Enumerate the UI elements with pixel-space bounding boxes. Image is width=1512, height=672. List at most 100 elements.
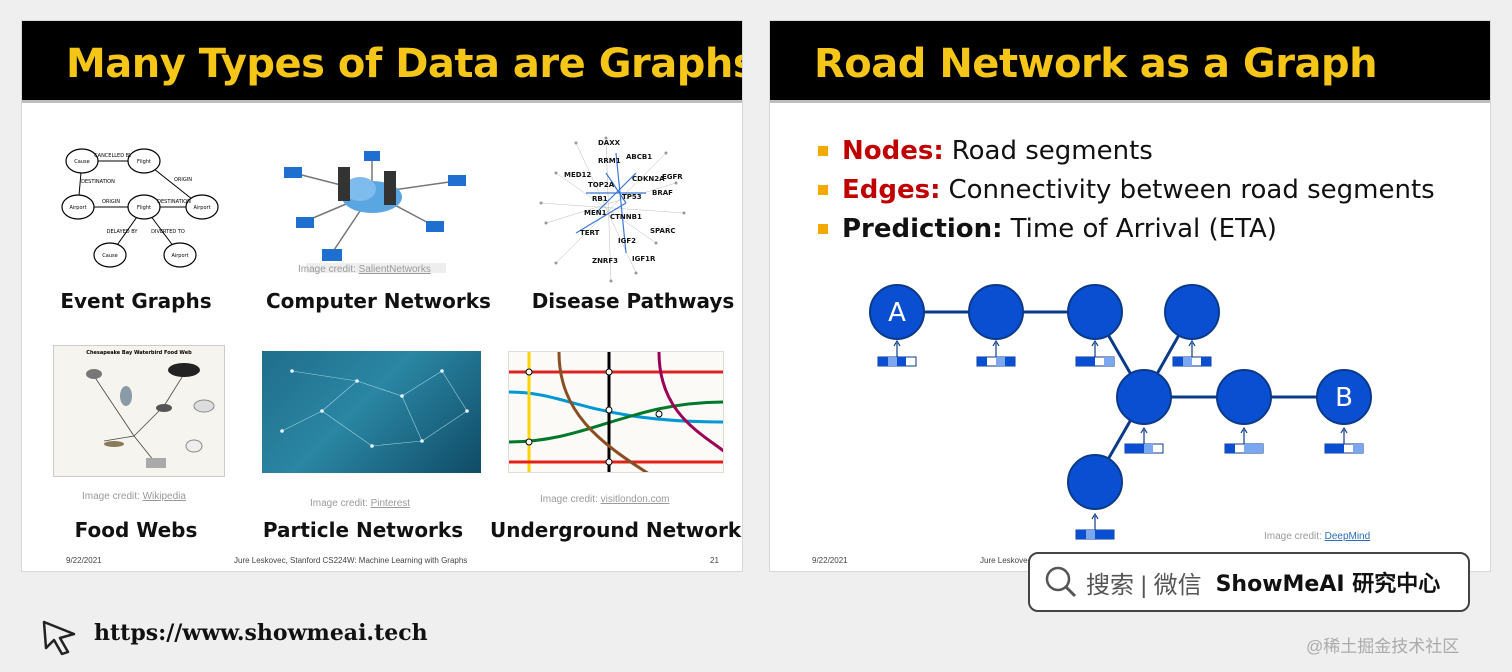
label-food-webs: Food Webs — [74, 518, 198, 542]
road-node — [1067, 454, 1123, 510]
gene-label: TOP2A — [588, 181, 615, 189]
credit-visitlondon: Image credit: visitlondon.com — [540, 494, 670, 505]
eg-edge: CANCELLED BY — [94, 153, 133, 159]
bullet-marker — [818, 184, 828, 195]
label-disease-pathways: Disease Pathways — [531, 289, 735, 313]
footer-course: Jure Leskovec, Stanford CS224W: Machine … — [234, 556, 468, 565]
road-node — [1164, 284, 1220, 340]
eg-edge: ORIGIN — [102, 199, 120, 205]
credit-prefix: Image credit: — [82, 491, 143, 502]
footer-author: Jure Leskovec — [980, 556, 1032, 565]
credit-link-visitlondon[interactable]: visitlondon.com — [600, 494, 670, 505]
eg-node: Cause — [74, 159, 89, 165]
eg-node: Flight — [137, 159, 151, 165]
slide-title: Road Network as a Graph — [814, 41, 1378, 87]
search-icon — [1045, 566, 1077, 598]
credit-prefix: Image credit: — [1264, 531, 1325, 542]
bullet-text: Road segments — [951, 135, 1153, 166]
disease-pathway-image: DAXX ABCB1 RRM1 MED12 CDKN2A EGFR TOP2A … — [536, 133, 686, 285]
label-computer-networks: Computer Networks — [266, 289, 491, 313]
label-event-graphs: Event Graphs — [60, 289, 212, 313]
eg-edge: DESTINATION — [81, 179, 115, 185]
eg-node: Flight — [137, 205, 151, 211]
gene-label: MED12 — [564, 171, 591, 179]
credit-link-deepmind[interactable]: DeepMind — [1324, 531, 1371, 542]
bullet-list: Nodes: Road segments Edges: Connectivity… — [818, 131, 1435, 248]
showmeai-search-banner[interactable]: 搜索 | 微信 ShowMeAI 研究中心 — [1028, 552, 1470, 612]
node-b-label: B — [1335, 383, 1353, 413]
eg-edge: DESTINATION — [157, 199, 191, 205]
eg-edge: DIVERTED TO — [151, 229, 185, 235]
eg-node: Airport — [193, 205, 210, 211]
gene-label: CDKN2A — [632, 175, 665, 183]
node-a-label: A — [888, 298, 906, 328]
gene-label: BRAF — [652, 189, 673, 197]
computer-network-image — [276, 145, 476, 275]
bullet-term: Nodes: — [842, 135, 944, 166]
gene-label: TP53 — [622, 193, 642, 201]
juejin-watermark: @稀土掘金技术社区 — [1306, 637, 1460, 656]
bullet-term: Edges: — [842, 174, 941, 205]
title-bar: Road Network as a Graph — [770, 21, 1490, 103]
road-node — [1067, 284, 1123, 340]
bullet-edges: Edges: Connectivity between road segment… — [818, 170, 1435, 209]
footer-date: 9/22/2021 — [812, 556, 848, 565]
footer-page-number: 21 — [710, 556, 719, 565]
credit-link-wikipedia[interactable]: Wikipedia — [142, 491, 186, 502]
credit-prefix: Image credit: — [298, 264, 359, 275]
road-node — [968, 284, 1024, 340]
label-underground-networks: Underground Networks — [490, 518, 743, 542]
bullet-marker — [818, 145, 828, 156]
credit-pinterest: Image credit: Pinterest — [310, 498, 410, 509]
bullet-term: Prediction: — [842, 213, 1003, 244]
bullet-text: Connectivity between road segments — [948, 174, 1435, 205]
footer-date: 9/22/2021 — [66, 556, 102, 565]
gene-label: EGFR — [662, 173, 683, 181]
eg-node: Airport — [69, 205, 86, 211]
particle-network-image — [262, 351, 481, 473]
credit-wikipedia: Image credit: Wikipedia — [82, 491, 186, 502]
showmeai-brand: ShowMeAI 研究中心 — [1215, 572, 1441, 597]
eg-edge: ORIGIN — [174, 177, 192, 183]
cursor-icon — [42, 620, 76, 656]
gene-label: SPARC — [650, 227, 675, 235]
bullet-text: Time of Arrival (ETA) — [1010, 213, 1277, 244]
gene-label: IGF1R — [632, 255, 656, 263]
slide-many-types: Many Types of Data are Graphs (1) — [21, 20, 743, 572]
slide-road-network: Road Network as a Graph Nodes: Road segm… — [769, 20, 1491, 572]
title-bar: Many Types of Data are Graphs (1) — [22, 21, 742, 103]
gene-label: RRM1 — [598, 157, 621, 165]
bullet-prediction: Prediction: Time of Arrival (ETA) — [818, 209, 1435, 248]
credit-deepmind: Image credit: DeepMind — [1264, 531, 1370, 542]
eg-edge: DELAYED BY — [107, 229, 139, 235]
label-particle-networks: Particle Networks — [262, 518, 464, 542]
gene-label: RB1 — [592, 195, 608, 203]
gene-label: DAXX — [598, 139, 621, 147]
road-node — [1116, 369, 1172, 425]
gene-label: ABCB1 — [626, 153, 652, 161]
road-node-a — [869, 284, 925, 340]
underground-map-image — [508, 351, 724, 473]
credit-salient: Image credit: SalientNetworks — [298, 264, 431, 275]
feature-vectors — [877, 339, 1364, 540]
site-url-link[interactable]: https://www.showmeai.tech — [94, 620, 428, 646]
search-wechat-label: 搜索 | 微信 — [1086, 571, 1202, 599]
food-web-image: Chesapeake Bay Waterbird Food Web — [53, 345, 225, 477]
bullet-marker — [818, 223, 828, 234]
credit-link-pinterest[interactable]: Pinterest — [370, 498, 411, 509]
road-node-b — [1316, 369, 1372, 425]
credit-prefix: Image credit: — [310, 498, 371, 509]
eg-node: Cause — [102, 253, 117, 259]
slide-title: Many Types of Data are Graphs (1) — [66, 41, 743, 87]
gene-label: ZNRF3 — [592, 257, 618, 265]
credit-link-salient[interactable]: SalientNetworks — [358, 264, 431, 275]
gene-label: CTNNB1 — [610, 213, 642, 221]
food-web-title: Chesapeake Bay Waterbird Food Web — [86, 350, 192, 356]
road-graph-diagram: A B — [869, 284, 1372, 540]
gene-label: TERT — [580, 229, 600, 237]
gene-label: IGF2 — [618, 237, 636, 245]
bullet-nodes: Nodes: Road segments — [818, 131, 1435, 170]
credit-prefix: Image credit: — [540, 494, 601, 505]
gene-label: MEN1 — [584, 209, 607, 217]
eg-node: Airport — [171, 253, 188, 259]
